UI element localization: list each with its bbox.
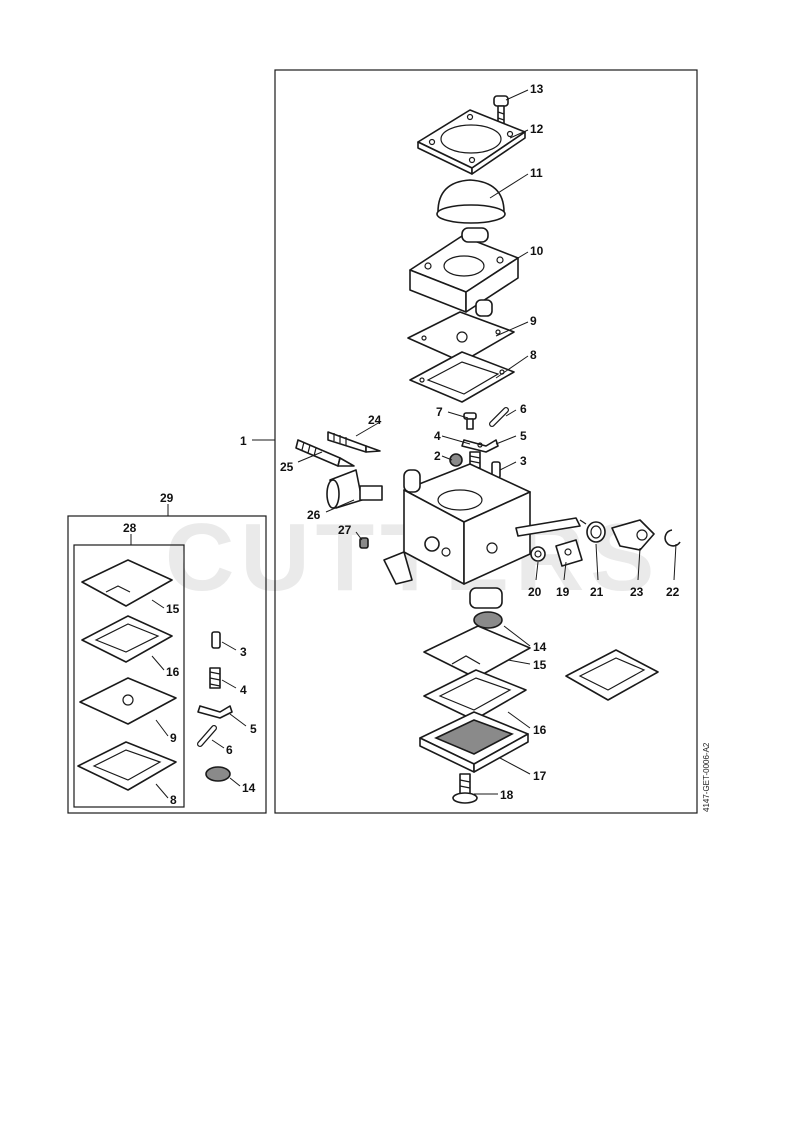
callout-21: 21 — [590, 585, 604, 599]
part-17-cover — [419, 711, 529, 773]
kit-part-4-spring — [209, 667, 221, 689]
kit-part-5-lever — [197, 705, 233, 719]
callout-9: 9 — [530, 314, 537, 328]
leader-lines — [130, 89, 677, 799]
callout-7: 7 — [436, 405, 443, 419]
part-24-adjusting-screw — [327, 431, 381, 453]
part-20-washer — [530, 546, 546, 562]
callout-23: 23 — [630, 585, 644, 599]
part-9-diaphragm — [407, 311, 515, 363]
kit-part-8-gasket — [77, 741, 177, 791]
callout-6: 6 — [520, 402, 527, 416]
kit-callout-16: 16 — [166, 665, 180, 679]
part-16-gasket — [423, 669, 527, 721]
callout-3: 3 — [520, 454, 527, 468]
part-1-carburetor-body — [383, 463, 531, 609]
callout-14: 14 — [533, 640, 547, 654]
callout-11: 11 — [530, 166, 543, 180]
part-21-spring — [579, 519, 606, 543]
kit-part-3-needle — [211, 631, 221, 649]
part-8-gasket — [409, 351, 515, 403]
part-23-throttle-lever — [611, 519, 655, 551]
callout-24: 24 — [368, 413, 382, 427]
kit-callout-3: 3 — [240, 645, 247, 659]
part-14-screen — [473, 611, 503, 629]
callout-26: 26 — [307, 508, 321, 522]
part-12-cover-plate — [417, 109, 526, 175]
kit-callout-9: 9 — [170, 731, 177, 745]
callout-8: 8 — [530, 348, 537, 362]
callout-5: 5 — [520, 429, 527, 443]
document-reference: 4147-GET-0006-A2 — [702, 742, 711, 812]
kit-part-6-pin — [197, 725, 217, 747]
callout-17: 17 — [533, 769, 547, 783]
callout-15: 15 — [533, 658, 547, 672]
part-10-pump-housing — [409, 227, 519, 317]
kit-callout-8: 8 — [170, 793, 177, 807]
kit-part-16-gasket — [81, 615, 173, 663]
kit-part-9-diaphragm — [79, 677, 177, 725]
callout-25: 25 — [280, 460, 294, 474]
callout-12: 12 — [530, 122, 544, 136]
kit-callout-28: 28 — [123, 521, 137, 535]
callout-18: 18 — [500, 788, 514, 802]
callout-2: 2 — [434, 449, 441, 463]
part-27-plug — [359, 537, 369, 549]
part-18-screw — [452, 773, 478, 804]
part-16-gasket-alt — [565, 649, 659, 701]
part-25-adjusting-screw — [295, 439, 355, 467]
callout-20: 20 — [528, 585, 542, 599]
part-shaft — [515, 517, 581, 537]
part-2-screen — [449, 453, 463, 467]
part-26-limiter-cap — [326, 469, 383, 509]
kit-callout-14: 14 — [242, 781, 256, 795]
kit-callout-5: 5 — [250, 722, 257, 736]
part-7-screw — [463, 412, 477, 430]
part-5-lever — [461, 439, 499, 453]
callout-labels: 13 12 11 10 9 8 7 6 4 5 2 3 24 25 26 27 … — [123, 82, 680, 807]
kit-callout-29: 29 — [160, 491, 174, 505]
callout-22: 22 — [666, 585, 680, 599]
callout-16: 16 — [533, 723, 547, 737]
callout-19: 19 — [556, 585, 570, 599]
callout-1: 1 — [240, 434, 247, 448]
repair-kit-frame — [67, 515, 267, 814]
part-22-e-clip — [664, 529, 681, 547]
callout-4: 4 — [434, 429, 441, 443]
kit-part-14-screen — [205, 766, 231, 782]
callout-27: 27 — [338, 523, 352, 537]
kit-callout-4: 4 — [240, 683, 247, 697]
part-19-bracket — [555, 539, 583, 567]
main-assembly-frame — [274, 69, 698, 814]
kit-callout-15: 15 — [166, 602, 180, 616]
part-15-diaphragm — [423, 625, 531, 679]
callout-10: 10 — [530, 244, 544, 258]
part-6-pin — [489, 407, 509, 427]
callout-13: 13 — [530, 82, 544, 96]
gasket-set-frame — [73, 544, 185, 808]
kit-callout-6: 6 — [226, 743, 233, 757]
part-11-primer-bulb — [436, 179, 506, 224]
kit-part-15-diaphragm — [81, 559, 173, 607]
